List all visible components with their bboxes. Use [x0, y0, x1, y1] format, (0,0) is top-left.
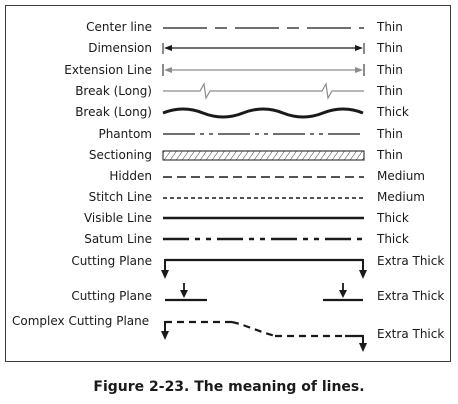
weight-break-long-thin: Thin [377, 84, 403, 98]
line-samples [161, 27, 367, 352]
sectioning-sample [162, 150, 365, 161]
label-satum-line: Satum Line [84, 232, 152, 246]
weight-complex-cutting-plane: Extra Thick [377, 327, 445, 341]
weight-visible-line: Thick [377, 211, 409, 225]
label-break-long-thin: Break (Long) [75, 84, 152, 98]
dimension-line-sample [162, 43, 365, 54]
break-long-thick-sample [162, 107, 364, 119]
label-sectioning: Sectioning [88, 148, 152, 162]
break-long-thin-sample [163, 82, 364, 100]
cutting-plane-2-sample [165, 283, 363, 302]
label-visible-line: Visible Line [83, 211, 152, 225]
weight-cutting-plane-1: Extra Thick [377, 254, 445, 268]
diagram-frame [5, 5, 451, 362]
label-dimension: Dimension [88, 41, 152, 55]
cutting-plane-1-sample [161, 258, 367, 279]
weight-phantom: Thin [377, 127, 403, 141]
weight-center-line: Thin [377, 20, 403, 34]
extension-line-sample [162, 64, 365, 76]
weight-sectioning: Thin [377, 148, 403, 162]
weight-dimension: Thin [377, 41, 403, 55]
weight-satum-line: Thick [377, 232, 409, 246]
label-break-long-thick: Break (Long) [75, 105, 152, 119]
weight-cutting-plane-2: Extra Thick [377, 289, 445, 303]
weight-extension-line: Thin [377, 63, 403, 77]
complex-cutting-plane-sample [161, 320, 367, 352]
label-center-line: Center line [86, 20, 152, 34]
figure-caption: Figure 2-23. The meaning of lines. [93, 379, 365, 395]
weight-break-long-thick: Thick [377, 105, 409, 119]
label-cutting-plane-1: Cutting Plane [71, 254, 152, 268]
weight-stitch-line: Medium [377, 190, 425, 204]
label-hidden: Hidden [109, 169, 152, 183]
label-phantom: Phantom [98, 127, 152, 141]
label-extension-line: Extension Line [64, 63, 152, 77]
label-cutting-plane-2: Cutting Plane [71, 289, 152, 303]
label-complex-cutting-plane: Complex Cutting Plane [12, 314, 150, 328]
label-stitch-line: Stitch Line [88, 190, 152, 204]
weight-hidden: Medium [377, 169, 425, 183]
